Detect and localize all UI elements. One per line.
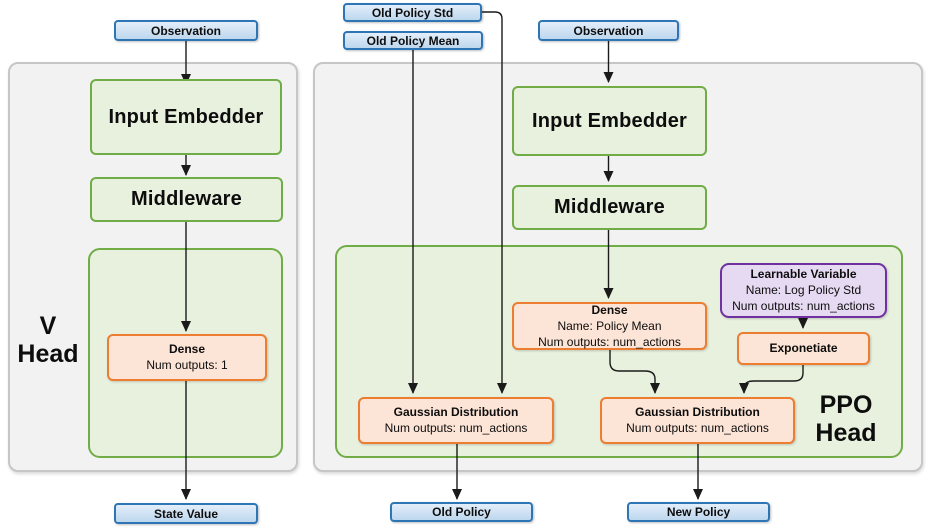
arrow-exponetiate-to-gaussian-new xyxy=(739,365,804,394)
dense-title: Dense xyxy=(168,342,206,356)
middleware-node-left: Middleware xyxy=(90,177,283,222)
learnable-variable-title: Learnable Variable xyxy=(750,267,857,281)
gaussian-distribution-old-node: Gaussian Distribution Num outputs: num_a… xyxy=(358,397,554,444)
gaussian-title: Gaussian Distribution xyxy=(393,405,519,419)
gaussian-distribution-new-node: Gaussian Distribution Num outputs: num_a… xyxy=(600,397,795,444)
dense-name: Name: Policy Mean xyxy=(557,318,662,333)
ppo-head-label: PPO Head xyxy=(815,391,877,447)
middleware-node-right: Middleware xyxy=(512,185,707,230)
observation-node-right: Observation xyxy=(538,20,679,41)
arrow-old-policy-std-to-gaussian xyxy=(482,11,507,394)
old-policy-mean-node: Old Policy Mean xyxy=(343,31,483,50)
old-policy-std-node: Old Policy Std xyxy=(343,3,482,22)
old-policy-output-node: Old Policy xyxy=(390,502,533,522)
v-head-label: V Head xyxy=(17,312,79,368)
gaussian-num-outputs: Num outputs: num_actions xyxy=(384,421,528,435)
learnable-variable-name: Name: Log Policy Std xyxy=(745,283,862,297)
learnable-variable-node: Learnable Variable Name: Log Policy Std … xyxy=(720,263,887,318)
input-embedder-node-right: Input Embedder xyxy=(512,86,707,156)
dense-num-outputs: Num outputs: num_actions xyxy=(538,334,681,349)
dense-policy-mean-node: Dense Name: Policy Mean Num outputs: num… xyxy=(512,302,707,350)
observation-node-left: Observation xyxy=(114,20,258,41)
arrow-dense-to-gaussian-new xyxy=(609,350,660,394)
dense-node-left: Dense Num outputs: 1 xyxy=(107,334,267,381)
dense-num-outputs: Num outputs: 1 xyxy=(146,358,228,372)
exponetiate-node: Exponetiate xyxy=(737,332,870,365)
input-embedder-node-left: Input Embedder xyxy=(90,79,282,155)
exponetiate-label: Exponetiate xyxy=(769,341,838,355)
learnable-variable-num-outputs: Num outputs: num_actions xyxy=(732,299,875,313)
state-value-node: State Value xyxy=(114,503,258,524)
gaussian-title: Gaussian Distribution xyxy=(635,405,760,419)
dense-title: Dense xyxy=(591,302,628,317)
gaussian-num-outputs: Num outputs: num_actions xyxy=(626,421,769,435)
new-policy-output-node: New Policy xyxy=(627,502,770,522)
